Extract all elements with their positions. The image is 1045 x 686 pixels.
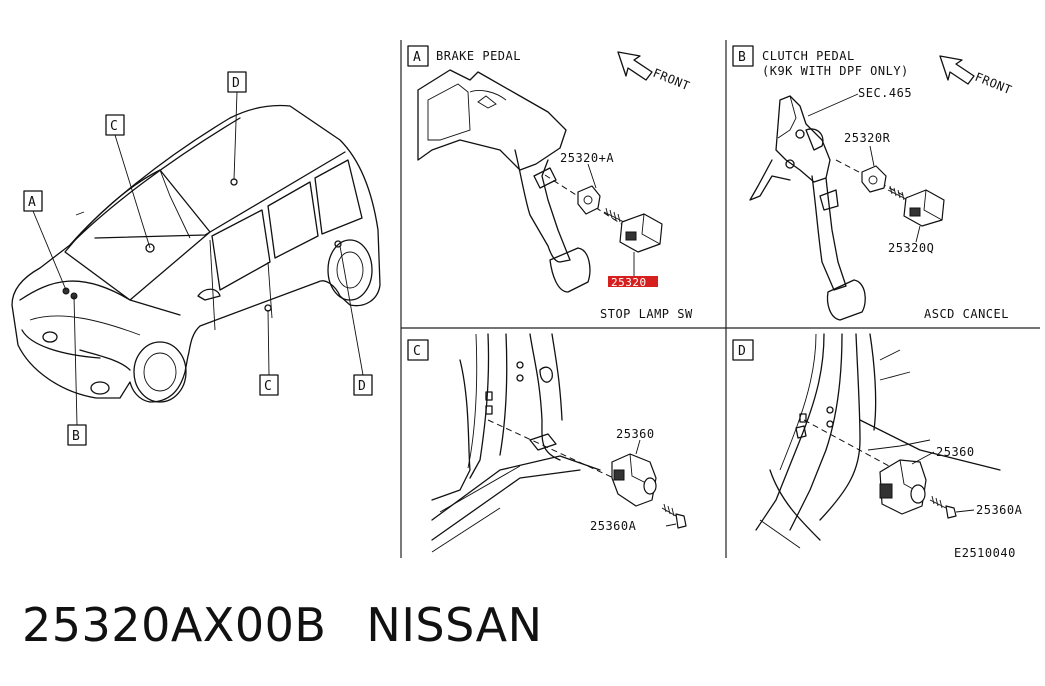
panel-b: B CLUTCH PEDAL (K9K WITH DPF ONLY) FRONT… <box>732 45 1014 321</box>
panel-a-title: BRAKE PEDAL <box>436 49 521 63</box>
callout-d-top-label: D <box>232 76 240 91</box>
callout-d-top: D <box>227 71 247 181</box>
panel-b-title-line1: CLUTCH PEDAL <box>762 49 855 63</box>
panel-d-part-bolt: 25360A <box>976 503 1023 517</box>
panel-a-tag: A <box>413 50 421 65</box>
panel-c-part-switch: 25360 <box>616 427 655 441</box>
panel-grid <box>400 40 1040 558</box>
panel-b-sec-ref: SEC.465 <box>858 86 912 100</box>
panel-c-part-bolt: 25360A <box>590 519 637 533</box>
panel-c-tag: C <box>413 344 421 359</box>
panel-a-front-label: FRONT <box>651 66 692 93</box>
callout-b-label: B <box>72 429 80 444</box>
panel-c: C 25360 25360A <box>407 333 687 553</box>
panel-b-title-line2: (K9K WITH DPF ONLY) <box>762 64 909 78</box>
part-number: 25320AX00B <box>22 598 327 652</box>
panel-a: A BRAKE PEDAL FRONT 25320+A <box>407 45 693 321</box>
callout-d-bottom-label: D <box>358 379 366 394</box>
brand-name: NISSAN <box>366 598 543 652</box>
panel-b-front-label: FRONT <box>973 70 1014 97</box>
callout-c-bottom: C <box>259 309 279 396</box>
callout-c-top: C <box>105 114 151 249</box>
callout-c-bottom-label: C <box>264 379 272 394</box>
panel-a-caption: STOP LAMP SW <box>600 307 693 321</box>
panel-b-part-nut: 25320R <box>844 131 891 145</box>
callout-b: B <box>67 295 87 446</box>
front-arrow-icon: FRONT <box>617 51 692 93</box>
callout-d-bottom: D <box>339 245 373 396</box>
panel-d-part-switch: 25360 <box>936 445 975 459</box>
callout-a: A <box>23 190 67 291</box>
panel-b-tag: B <box>738 50 746 65</box>
panel-b-caption: ASCD CANCEL <box>924 307 1009 321</box>
panel-a-part-nut: 25320+A <box>560 151 614 165</box>
panel-d-tag: D <box>738 344 746 359</box>
callout-a-label: A <box>28 195 36 210</box>
front-arrow-icon: FRONT <box>939 55 1014 97</box>
car-illustration <box>11 104 381 403</box>
panel-a-part-switch: 25320 <box>611 276 647 289</box>
panel-a-highlight-box: 25320 <box>608 276 658 289</box>
panel-d: D 25360 25360A <box>732 333 1023 549</box>
panel-b-part-switch: 25320Q <box>888 241 934 255</box>
diagram-code: E2510040 <box>954 546 1016 560</box>
product-caption: 25320AX00B NISSAN <box>22 598 583 652</box>
callout-c-top-label: C <box>110 119 118 134</box>
